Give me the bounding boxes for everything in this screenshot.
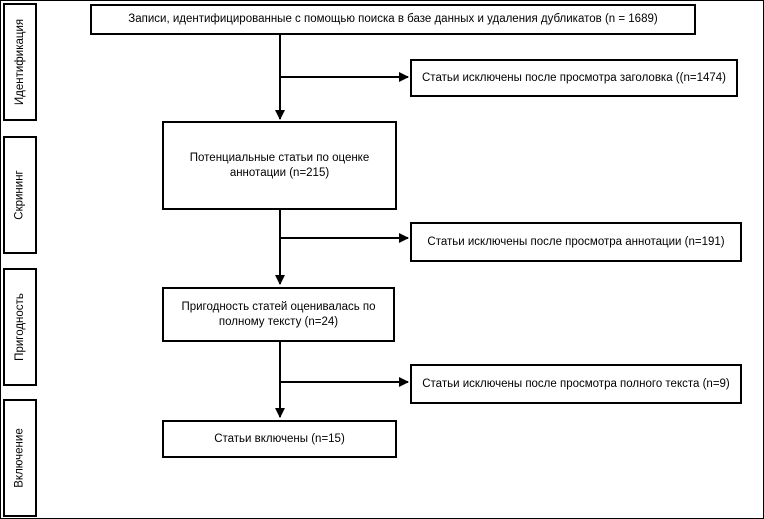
abstract-screening-text: Потенциальные статьи по оценке аннотации… (189, 151, 370, 179)
excluded-title-text: Статьи исключены после просмотра заголов… (422, 71, 726, 84)
included-box: Статьи включены (n=15) (162, 420, 397, 458)
excluded-abstract-box: Статьи исключены после просмотра аннотац… (410, 222, 742, 262)
stage-inclusion: Включение (3, 399, 37, 517)
stage-eligibility: Пригодность (3, 268, 37, 386)
excluded-abstract-text: Статьи исключены после просмотра аннотац… (427, 235, 725, 248)
stage-identification: Идентификация (3, 3, 37, 121)
full-text-eligibility-box: Пригодность статей оценивалась по полном… (162, 287, 395, 342)
full-text-eligibility-text: Пригодность статей оценивалась по полном… (181, 300, 376, 328)
stage-screening: Скрининг (3, 136, 37, 254)
records-identified-box: Записи, идентифицированные с помощью пои… (90, 4, 696, 35)
included-text: Статьи включены (n=15) (214, 432, 345, 445)
records-identified-text: Записи, идентифицированные с помощью пои… (128, 13, 658, 25)
excluded-full-text-text: Статьи исключены после просмотра полного… (422, 377, 730, 390)
excluded-full-text-box: Статьи исключены после просмотра полного… (410, 364, 742, 404)
abstract-screening-box: Потенциальные статьи по оценке аннотации… (162, 121, 397, 210)
excluded-title-box: Статьи исключены после просмотра заголов… (410, 59, 738, 97)
